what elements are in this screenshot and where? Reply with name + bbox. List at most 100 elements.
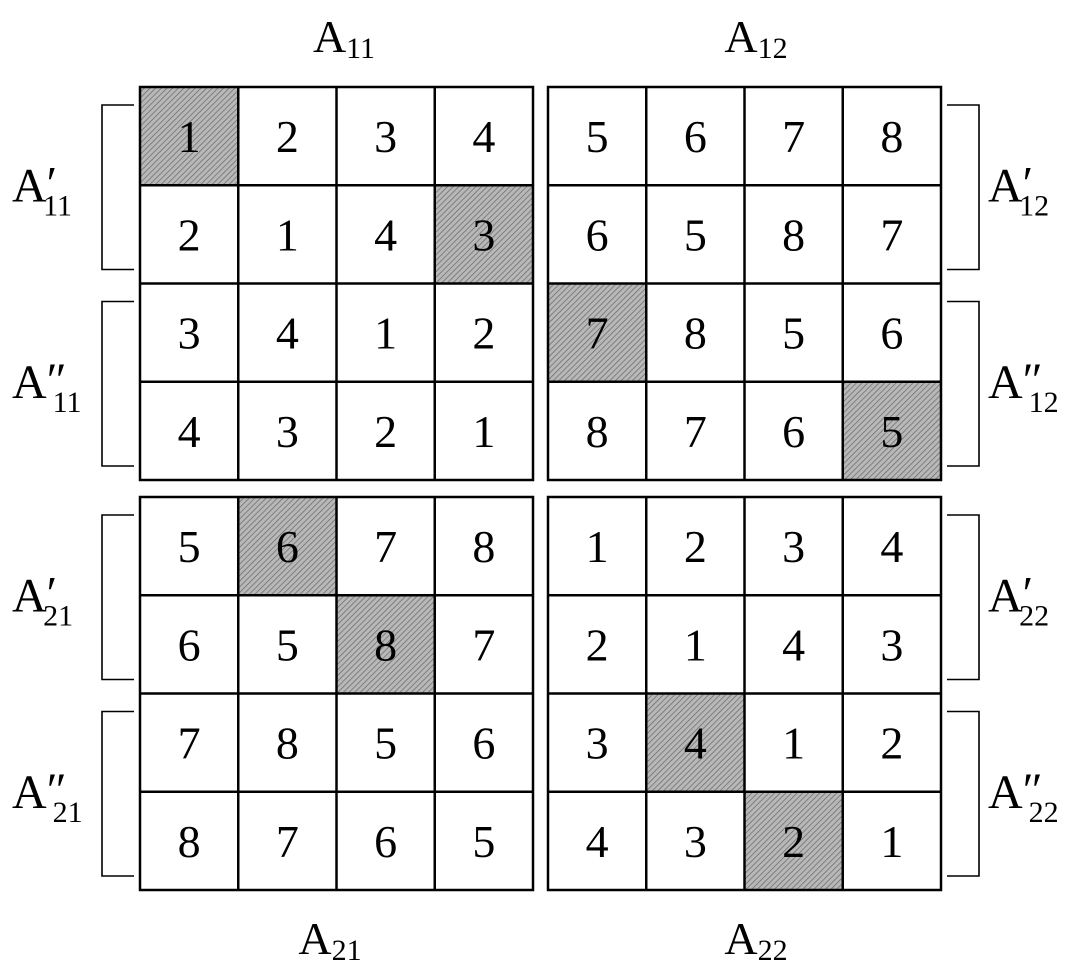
bracket-a11-1 xyxy=(101,104,134,271)
cell-value: 1 xyxy=(178,111,201,162)
cell-value: 5 xyxy=(178,521,201,572)
cell-value: 5 xyxy=(586,111,609,162)
cell-value: 4 xyxy=(782,619,805,670)
shaded-cell-a21 xyxy=(336,595,435,694)
grid-a22 xyxy=(546,495,943,892)
label-base: A xyxy=(12,569,47,622)
bracket-a11-2 xyxy=(101,300,134,467)
cell-value: 6 xyxy=(374,816,397,867)
grid-a12 xyxy=(546,85,943,482)
cell-value: 7 xyxy=(880,209,903,260)
matrix-title-21: A21 xyxy=(298,913,361,967)
bracket-a22-2 xyxy=(947,710,980,877)
matrix-title-22: A22 xyxy=(724,913,787,967)
cell-value: 8 xyxy=(374,619,397,670)
cell-value: 4 xyxy=(178,406,201,457)
label-prime: ′ xyxy=(47,157,58,210)
bracket-a21-2 xyxy=(101,710,134,877)
label-prime: ″ xyxy=(1023,354,1043,407)
cell-value: 7 xyxy=(472,619,495,670)
title-subscript: 12 xyxy=(758,32,788,65)
label-subscript: 12 xyxy=(1019,189,1049,222)
label-subscript: 21 xyxy=(53,796,83,829)
label-base: A xyxy=(988,159,1023,212)
cell-value: 8 xyxy=(880,111,903,162)
title-base: A xyxy=(724,913,757,964)
cell-value: 7 xyxy=(586,308,609,359)
bracket-label-a11-1: A′11 xyxy=(12,157,72,222)
cell-value: 3 xyxy=(684,816,707,867)
cell-value: 2 xyxy=(782,816,805,867)
title-subscript: 22 xyxy=(758,934,788,967)
bracket-label-a21-2: A″21 xyxy=(12,764,83,829)
cell-value: 4 xyxy=(374,209,397,260)
bracket-label-a22-2: A″22 xyxy=(988,764,1059,829)
cell-value: 3 xyxy=(782,521,805,572)
cell-value: 6 xyxy=(880,308,903,359)
label-subscript: 22 xyxy=(1029,796,1059,829)
cell-value: 3 xyxy=(880,619,903,670)
cell-value: 2 xyxy=(586,619,609,670)
cell-value: 3 xyxy=(178,308,201,359)
bracket-label-a21-1: A′21 xyxy=(12,567,73,632)
label-subscript: 11 xyxy=(53,386,82,419)
cell-value: 6 xyxy=(472,718,495,769)
cell-value: 4 xyxy=(684,718,707,769)
cell-value: 7 xyxy=(178,718,201,769)
cell-value: 6 xyxy=(684,111,707,162)
cell-value: 5 xyxy=(472,816,495,867)
label-prime: ′ xyxy=(1023,157,1034,210)
bracket-a12-2 xyxy=(947,300,980,467)
cell-value: 8 xyxy=(472,521,495,572)
bracket-a22-1 xyxy=(947,514,980,681)
cell-value: 2 xyxy=(880,718,903,769)
cell-value: 7 xyxy=(276,816,299,867)
label-base: A xyxy=(12,159,47,212)
cell-value: 3 xyxy=(472,209,495,260)
cell-value: 5 xyxy=(374,718,397,769)
label-subscript: 11 xyxy=(43,189,72,222)
cell-value: 7 xyxy=(374,521,397,572)
bracket-label-a12-1: A′12 xyxy=(988,157,1049,222)
cell-value: 8 xyxy=(684,308,707,359)
title-base: A xyxy=(298,913,331,964)
shaded-cell-a22 xyxy=(744,791,843,890)
cell-value: 7 xyxy=(782,111,805,162)
grid-a21 xyxy=(138,495,535,892)
label-base: A xyxy=(988,356,1023,409)
title-subscript: 11 xyxy=(346,32,375,65)
cell-value: 4 xyxy=(472,111,495,162)
cell-value: 3 xyxy=(586,718,609,769)
label-prime: ″ xyxy=(47,354,67,407)
cell-value: 6 xyxy=(782,406,805,457)
bracket-label-a12-2: A″12 xyxy=(988,354,1059,419)
cell-value: 1 xyxy=(782,718,805,769)
label-prime: ″ xyxy=(47,764,67,817)
cell-value: 8 xyxy=(178,816,201,867)
shaded-cell-a11 xyxy=(434,185,533,284)
bracket-a21-1 xyxy=(101,514,134,681)
cell-value: 6 xyxy=(276,521,299,572)
bracket-a12-1 xyxy=(947,104,980,271)
shaded-cell-a11 xyxy=(140,87,239,186)
cell-value: 8 xyxy=(586,406,609,457)
cell-value: 6 xyxy=(586,209,609,260)
cell-value: 1 xyxy=(586,521,609,572)
cell-value: 2 xyxy=(472,308,495,359)
cell-value: 8 xyxy=(782,209,805,260)
cell-value: 8 xyxy=(276,718,299,769)
cell-value: 3 xyxy=(276,406,299,457)
label-prime: ′ xyxy=(1023,567,1034,620)
label-base: A xyxy=(12,766,47,819)
cell-value: 5 xyxy=(880,406,903,457)
cell-value: 7 xyxy=(684,406,707,457)
matrix-title-11: A11 xyxy=(313,11,375,65)
label-prime: ′ xyxy=(47,567,58,620)
label-subscript: 21 xyxy=(43,599,73,632)
cell-value: 4 xyxy=(880,521,903,572)
cell-value: 4 xyxy=(586,816,609,867)
cell-value: 5 xyxy=(782,308,805,359)
cell-value: 1 xyxy=(684,619,707,670)
cell-value: 2 xyxy=(684,521,707,572)
cell-value: 1 xyxy=(374,308,397,359)
